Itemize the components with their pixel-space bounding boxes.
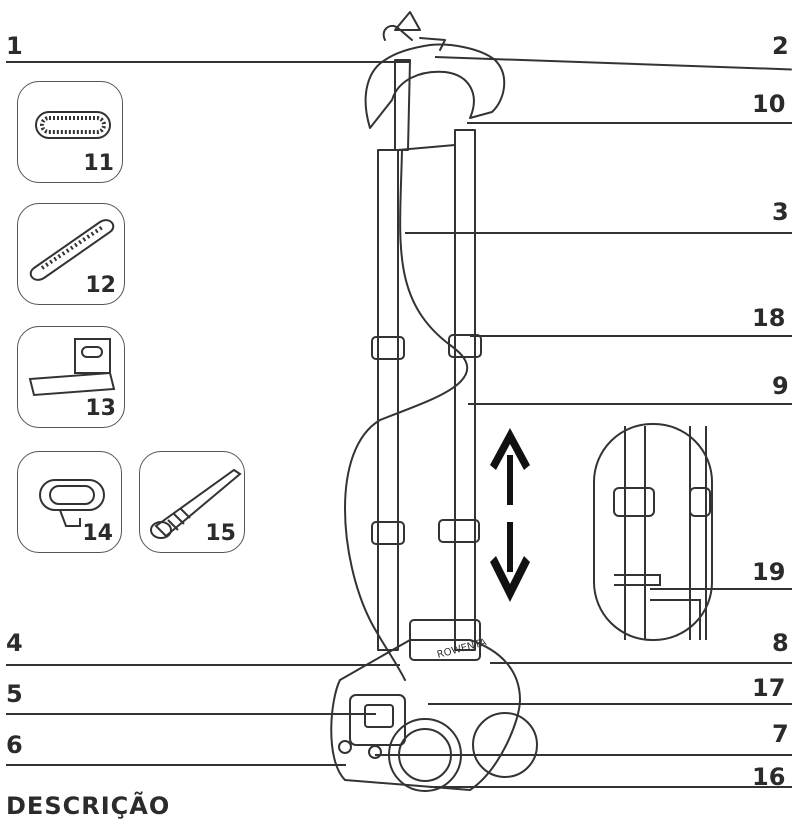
- callout-17: 17: [752, 674, 786, 702]
- callout-8: 8: [772, 629, 789, 657]
- lint-brush-icon: [29, 219, 115, 281]
- accessory-12-lint-brush: 12: [17, 203, 125, 305]
- callout-9: 9: [772, 372, 789, 400]
- hanger-frame: [364, 43, 506, 129]
- door-hook-icon: [39, 479, 105, 527]
- callout-4: 4: [6, 629, 23, 657]
- leader-line-7: [375, 754, 792, 756]
- crease-tool-icon: [28, 338, 116, 397]
- accessory-14-door-hook: 14: [17, 451, 122, 553]
- leader-line-10: [467, 122, 792, 124]
- callout-7: 7: [772, 720, 789, 748]
- height-adjust-arrows: [490, 428, 530, 602]
- detail-inset: [593, 423, 713, 641]
- leader-line-3: [405, 232, 792, 234]
- leader-line-6: [6, 764, 346, 766]
- callout-6: 6: [6, 731, 23, 759]
- nozzle-icon: [150, 468, 242, 539]
- leader-line-17: [428, 703, 792, 705]
- callout-16: 16: [752, 763, 786, 791]
- callout-5: 5: [6, 680, 23, 708]
- callout-2: 2: [772, 32, 789, 60]
- leader-line-1: [6, 61, 410, 63]
- leader-line-18: [470, 335, 792, 337]
- accessory-15-nozzle: 15: [139, 451, 245, 553]
- thumb-label-13: 13: [85, 396, 116, 421]
- leader-line-5: [6, 713, 376, 715]
- thumb-label-15: 15: [205, 521, 236, 546]
- leader-line-9: [468, 403, 792, 405]
- leader-line-8: [490, 662, 792, 664]
- thumb-label-11: 11: [83, 151, 114, 176]
- steam-handle: [394, 59, 411, 151]
- accessory-11-brush: 11: [17, 81, 123, 183]
- right-pole: [454, 129, 476, 651]
- callout-1: 1: [6, 32, 23, 60]
- callout-10: 10: [752, 90, 786, 118]
- pole-clip-right-upper: [448, 334, 482, 358]
- callout-19: 19: [752, 558, 786, 586]
- steam-hose: [344, 149, 468, 681]
- accessory-13-crease-tool: 13: [17, 326, 125, 428]
- leader-line-19: [650, 588, 792, 590]
- callout-3: 3: [772, 198, 789, 226]
- pole-clip-left-lower: [371, 521, 405, 545]
- leader-line-16: [430, 786, 792, 788]
- steamer-base: [330, 639, 521, 791]
- base-wheel: [472, 712, 538, 778]
- thumb-label-12: 12: [85, 273, 116, 298]
- left-pole: [377, 149, 399, 651]
- control-panel: [349, 694, 406, 746]
- leader-line-4: [6, 664, 400, 666]
- brush-icon: [35, 111, 111, 139]
- pole-clip-right-lower: [438, 519, 480, 543]
- section-heading: DESCRIÇÃO: [6, 792, 171, 820]
- callout-18: 18: [752, 304, 786, 332]
- pole-clip-left-upper: [371, 336, 405, 360]
- thumb-label-14: 14: [82, 521, 113, 546]
